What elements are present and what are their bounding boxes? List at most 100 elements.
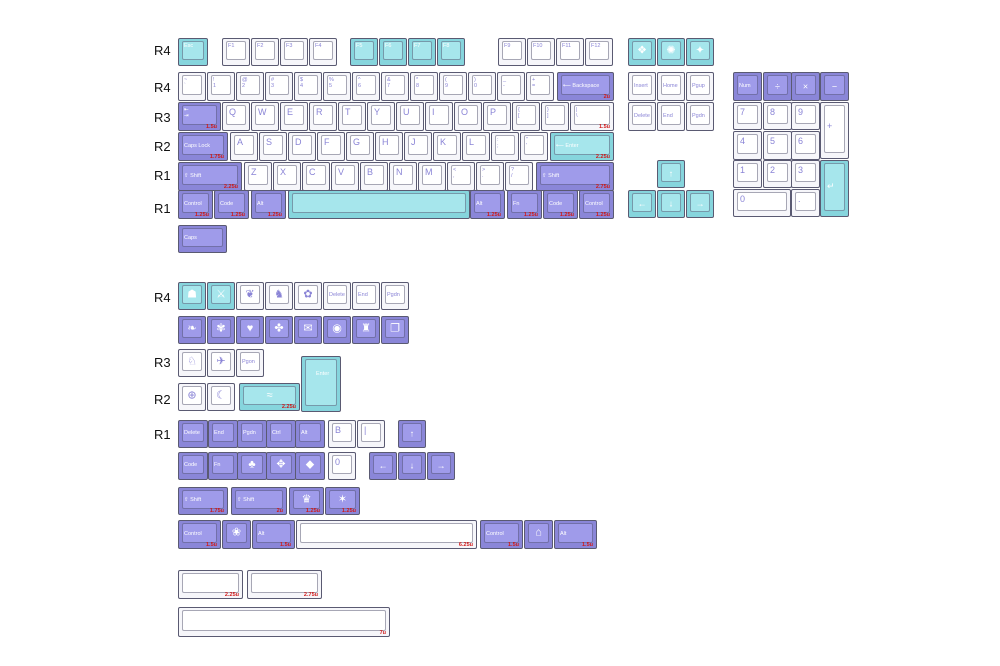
keycap-novelty-small: ◆ [295, 452, 325, 480]
keycap-legend: ^ 6 [358, 77, 362, 89]
keycap-legend: * 8 [416, 77, 420, 89]
keycap-legend: Code [184, 462, 198, 468]
keycap-p: P [483, 102, 511, 131]
keycap-novelty-bird: ✈ [207, 349, 235, 377]
keycap-legend: Delete [634, 113, 650, 119]
keycap-caps-alt: Caps [178, 225, 227, 253]
size-mark: 1.25u [486, 212, 501, 218]
keycap-extra-arrow-left: ← [369, 452, 397, 480]
keycap-g: G [346, 132, 374, 161]
keycap-novelty-scroll: ✉ [294, 316, 322, 344]
keycap-extra-pgon: Pgon [236, 349, 264, 377]
keycap-legend: ↑ [409, 428, 415, 439]
size-mark: 1.25u [559, 212, 574, 218]
keycap-extra-b: B [328, 420, 356, 448]
keycap-left-bracket: { [ [512, 102, 540, 131]
keycap-legend: U [403, 107, 410, 117]
keycap-legend: L [469, 137, 475, 147]
row-label-extra-r2: R2 [154, 392, 171, 407]
keycap-end: End [657, 102, 685, 131]
keycap-legend: ? / [511, 167, 515, 179]
keycap-legend: F7 [414, 43, 421, 49]
keycap-kp-9: 9 [791, 102, 820, 130]
keycap-novelty-heart: ♥ [236, 316, 264, 344]
keycap-legend: O [461, 107, 469, 117]
keycap-semicolon: : ; [491, 132, 519, 161]
keycap-pgup: Pgup [686, 72, 714, 101]
keycap-f9: F9 [498, 38, 526, 66]
keycap-legend: Control [184, 531, 202, 537]
keycap-novelty-bunny: ❧ [178, 316, 206, 344]
rabbit-icon: ♞ [274, 288, 284, 301]
keycap-legend: → [436, 460, 446, 471]
keycap-legend: F5 [356, 43, 363, 49]
keycap-extra-fn: Fn [208, 452, 238, 480]
keycap-novelty-crest: ♛1.25u [289, 487, 324, 515]
swirl-icon: ✺ [666, 44, 676, 57]
keycap-legend: B [335, 425, 342, 435]
keycap-legend: K [440, 137, 447, 147]
unicorn-icon: ♘ [187, 355, 197, 368]
keycap-legend: M [425, 167, 433, 177]
keycap-legend: 1 [740, 165, 746, 175]
keycap-legend: F10 [533, 43, 543, 49]
keycap-legend: Control [486, 531, 504, 537]
keycap-legend: ↵ [827, 181, 835, 191]
keycap-8: * 8 [410, 72, 438, 101]
keycap-legend: $ 4 [300, 77, 304, 89]
keycap-backslash: | \1.5u [570, 102, 614, 131]
keycap-legend: V [338, 167, 345, 177]
keycap-comma: < , [447, 162, 475, 191]
keycap-legend: Y [374, 107, 381, 117]
keycap-legend: E [287, 107, 294, 117]
keycap-legend: Pgup [692, 83, 705, 89]
keycap-f6: F6 [379, 38, 407, 66]
keycap-artisan-1: ❖ [628, 38, 656, 66]
keycap-legend: ( 9 [445, 77, 449, 89]
size-mark: 2u [603, 94, 610, 100]
keycap-legend: F11 [562, 43, 572, 49]
size-mark: 2.25u [223, 184, 238, 190]
keycap-legend: F4 [315, 43, 322, 49]
keycap-legend: ↓ [668, 198, 674, 209]
keycap-novelty-frog: ✤ [265, 316, 293, 344]
size-mark: 7u [379, 630, 386, 636]
keycap-legend: T [345, 107, 351, 117]
keycap-legend: − [831, 80, 838, 91]
keycap-legend: 7 [740, 107, 746, 117]
keycap-legend: Alt [560, 531, 567, 537]
keycap-legend: ⇤ ⇥ [184, 107, 189, 119]
keycap-f2: F2 [251, 38, 279, 66]
wizard-hat-icon: ♜ [361, 322, 371, 335]
keycap-novelty-shield: ⊕ [178, 383, 206, 411]
book-icon: ❐ [390, 322, 400, 335]
keycap-legend: 5 [770, 136, 776, 146]
keycap-legend: > . [482, 167, 486, 179]
keycap-f3: F3 [280, 38, 308, 66]
keycap-legend: Alt [301, 430, 308, 436]
keycap-quote: " ' [520, 132, 548, 161]
keycap-legend: End [214, 430, 224, 436]
keycap-legend: End [663, 113, 673, 119]
keycap-legend: 0 [335, 457, 341, 467]
keycap-9: ( 9 [439, 72, 467, 101]
keycap-kp-multiply: × [791, 72, 820, 101]
keycap-legend: Caps [184, 235, 197, 241]
keycap-y: Y [367, 102, 395, 131]
keycap-pgdn: Pgdn [686, 102, 714, 131]
keycap-legend: × [802, 80, 809, 91]
keycap-f4: F4 [309, 38, 337, 66]
size-mark: 1.25u [341, 508, 356, 514]
keycap-d: D [288, 132, 316, 161]
keycap-legend: Code [220, 201, 234, 207]
keycap-n: N [389, 162, 417, 191]
keycap-legend: 3 [798, 165, 804, 175]
keycap-novelty-ghost: ☗ [178, 282, 206, 310]
gem-icon: ◆ [305, 458, 315, 471]
row-label-r3: R3 [154, 110, 171, 125]
